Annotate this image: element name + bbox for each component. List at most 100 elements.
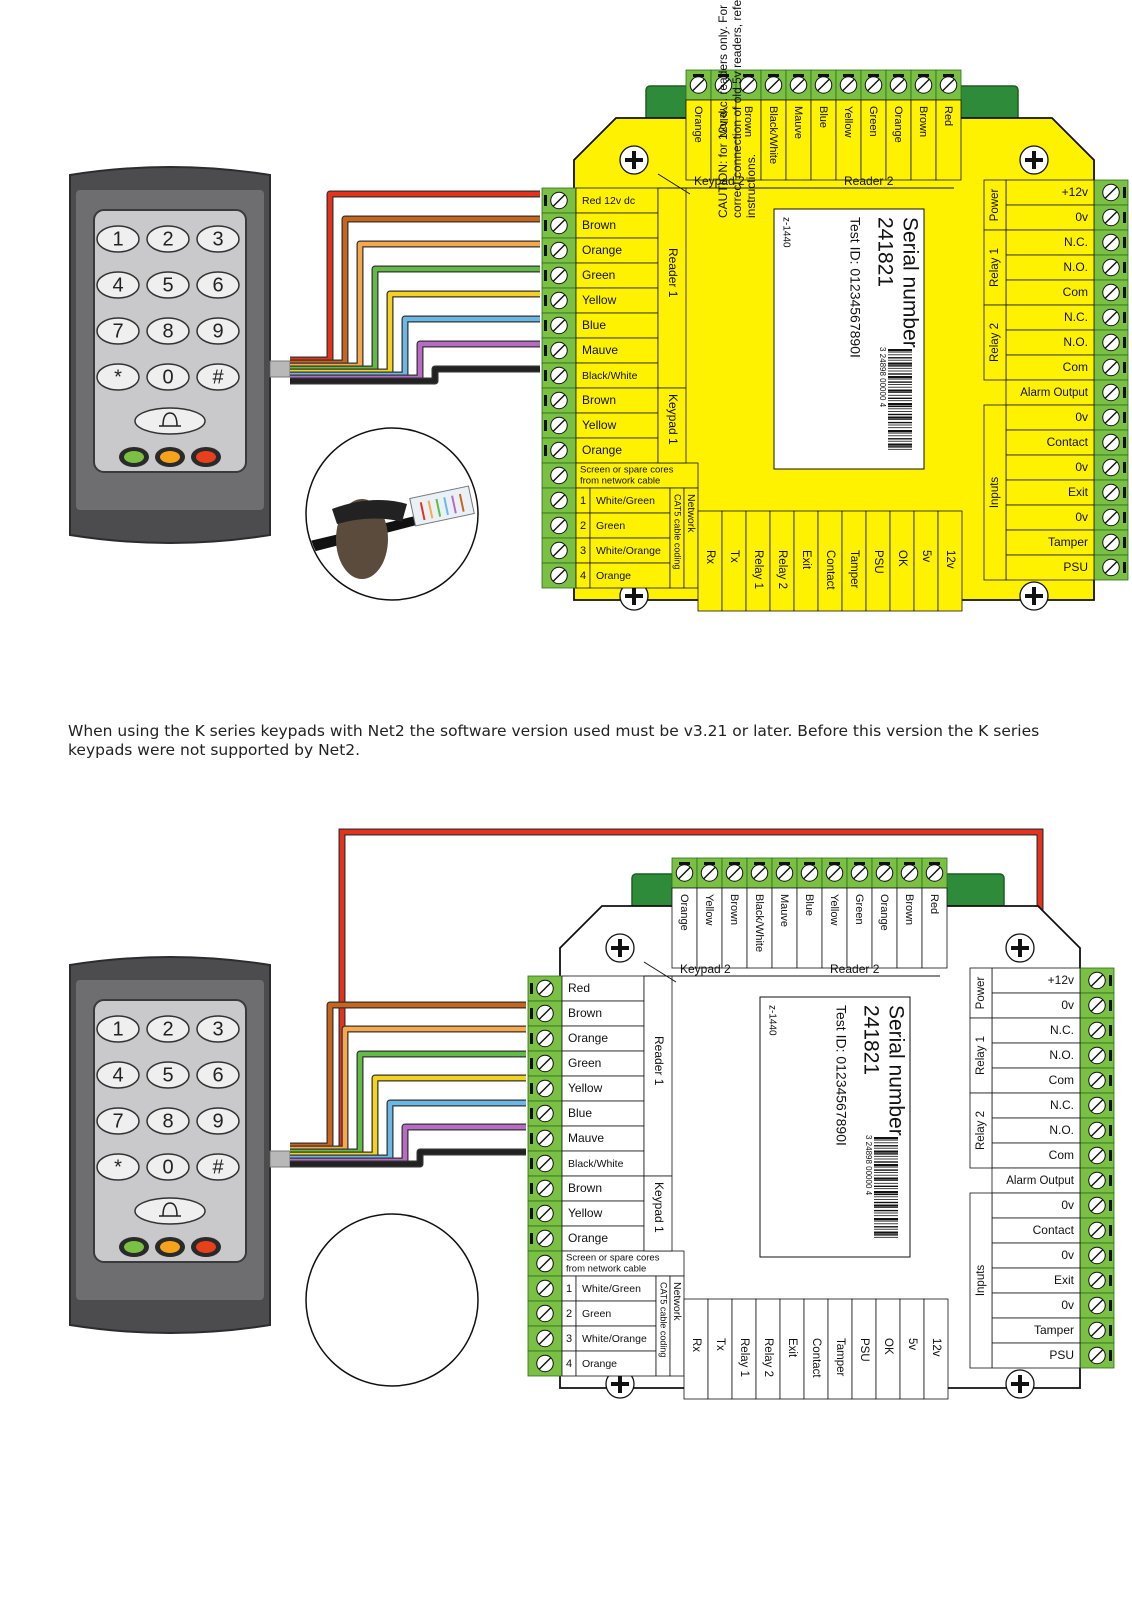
network-label: White/Green — [582, 1283, 641, 1295]
screw-slot — [903, 866, 916, 880]
bottom-label: 5v — [920, 550, 932, 562]
left-label-cell — [561, 1025, 645, 1052]
top-terminal-label: Red — [942, 106, 954, 126]
top-label-cell — [821, 887, 848, 969]
top-label-cell — [685, 99, 712, 181]
screw-slot — [1090, 1099, 1104, 1112]
network-label: Green — [596, 520, 625, 532]
right-terminal-label: N.O. — [1049, 1123, 1074, 1137]
keypad-key — [196, 1153, 240, 1181]
barcode-bar — [874, 1153, 898, 1155]
right-terminal-label: Contact — [1047, 435, 1089, 449]
keypad2-label: Keypad 2 — [694, 174, 745, 188]
screen-label: Screen or spare cores — [580, 465, 674, 476]
terminal-tab — [1109, 1100, 1112, 1111]
keypad-key-label: 6 — [212, 274, 223, 296]
screw-slot — [692, 78, 705, 92]
screw-slot — [942, 78, 955, 92]
screw-slot — [538, 1332, 552, 1345]
screen-label: Screen or spare cores — [566, 1253, 660, 1264]
bottom-label: Relay 1 — [752, 550, 764, 589]
top-label-cell — [671, 887, 698, 969]
keypad-key — [196, 363, 240, 391]
test-id: Test ID: 01234567890I — [833, 1005, 849, 1146]
terminal-tab — [530, 983, 533, 994]
barcode-bar — [888, 386, 912, 388]
keypad-key-label: 1 — [112, 228, 123, 250]
rj45-plug-icon — [409, 485, 475, 527]
relay1-label: Relay 1 — [975, 1036, 987, 1075]
screw-slot — [1090, 1174, 1104, 1187]
bottom-label-cell — [707, 1298, 733, 1400]
network-label-cell — [589, 537, 671, 564]
screw-slot — [1090, 1149, 1104, 1162]
barcode-bar — [888, 362, 912, 365]
screw-slot — [1090, 1324, 1104, 1337]
bottom-label-cell — [731, 1298, 757, 1400]
right-terminal-label: 0v — [1061, 1248, 1074, 1262]
keypad-key — [96, 1153, 140, 1181]
left-label-cell — [561, 1200, 645, 1227]
terminal-tab — [704, 862, 715, 865]
bottom-label: Tx — [714, 1338, 726, 1351]
screen-label: from network cable — [566, 1264, 646, 1275]
reader2-label: Reader 2 — [844, 174, 894, 188]
serial-value: 241821 — [859, 1005, 882, 1075]
terminal-tab — [754, 862, 765, 865]
screw-slot — [1104, 461, 1118, 474]
terminal-tab — [1123, 487, 1126, 498]
network-group-label: Network — [671, 1282, 683, 1321]
screw-slot — [1104, 236, 1118, 249]
screw-slot — [1090, 1124, 1104, 1137]
barcode-bar — [874, 1164, 898, 1167]
terminal-tab — [879, 862, 890, 865]
network-label-cell — [575, 1300, 657, 1327]
right-label-cell — [1005, 504, 1095, 531]
terminal-tab — [854, 862, 865, 865]
terminal-tab — [1109, 1175, 1112, 1186]
relay2-label: Relay 2 — [975, 1111, 987, 1150]
terminal-tab — [544, 345, 547, 356]
terminal-tab — [530, 1233, 533, 1244]
keypad-key — [96, 363, 140, 391]
right-label-cell — [991, 1192, 1081, 1219]
terminal-tab — [743, 74, 754, 77]
keypad-key-label: 2 — [162, 228, 173, 250]
right-terminal-label: Alarm Output — [1006, 1175, 1075, 1187]
screen-label-cell — [575, 462, 699, 489]
screw-slot — [1104, 386, 1118, 399]
terminal-tab — [718, 74, 729, 77]
barcode-bar — [874, 1231, 898, 1234]
barcode-bar — [888, 378, 912, 380]
terminal-tab — [1123, 337, 1126, 348]
rj45-inset — [305, 427, 479, 601]
relay2-bracket — [983, 304, 1007, 381]
terminal-tab — [544, 395, 547, 406]
keypad-key-label: 4 — [112, 274, 123, 296]
top-label-cell — [835, 99, 862, 181]
terminal-tab — [530, 1108, 533, 1119]
left-label-cell — [561, 1150, 645, 1177]
right-label-cell — [1005, 304, 1095, 331]
left-label-cell — [561, 1125, 645, 1152]
screw-slot — [552, 319, 566, 332]
left-label-cell — [561, 1000, 645, 1027]
top-terminal-label: Orange — [692, 106, 704, 143]
terminal-tab — [544, 295, 547, 306]
barcode-bar — [874, 1223, 898, 1225]
bottom-label: Exit — [800, 550, 812, 570]
barcode-bar — [888, 413, 912, 416]
barcode-bar — [874, 1174, 898, 1176]
keypad1-bracket — [657, 387, 687, 464]
right-label-cell — [1005, 479, 1095, 506]
barcode-bar — [874, 1226, 898, 1228]
inputs-label: Inputs — [975, 1265, 987, 1297]
left-label-cell — [561, 1075, 645, 1102]
barcode-bar — [874, 1207, 898, 1208]
bottom-label: Contact — [824, 550, 836, 590]
terminal-tab — [893, 74, 904, 77]
screw-slot — [538, 1307, 552, 1320]
right-terminal-label: Com — [1063, 360, 1088, 374]
top-label-cell — [785, 99, 812, 181]
